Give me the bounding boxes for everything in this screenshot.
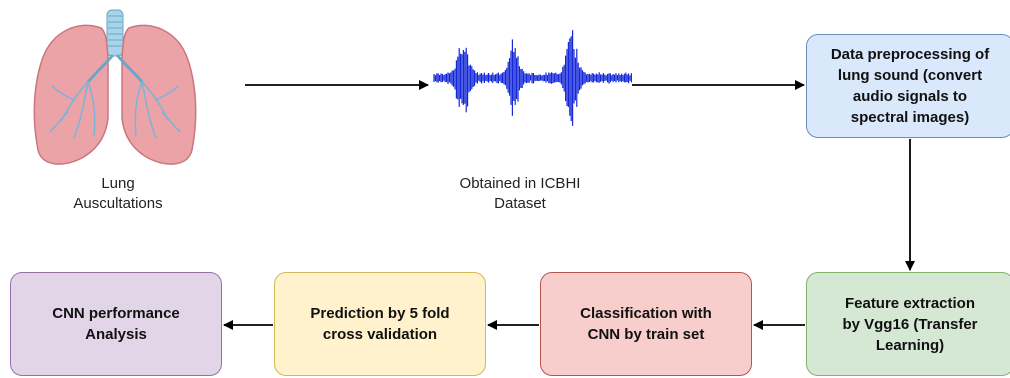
- preprocessing-step-text: Data preprocessing of lung sound (conver…: [830, 46, 990, 126]
- preprocessing-step: Data preprocessing of lung sound (conver…: [806, 34, 1010, 138]
- audio-waveform-icon: [433, 30, 633, 126]
- cnn-analysis-step-text: CNN performance Analysis: [52, 305, 180, 343]
- prediction-step-text: Prediction by 5 fold cross validation: [310, 305, 450, 343]
- cnn-analysis-step: CNN performance Analysis: [10, 272, 222, 376]
- classification-step-text: Classification with CNN by train set: [580, 305, 712, 343]
- feature-extraction-step: Feature extraction by Vgg16 (Transfer Le…: [806, 272, 1010, 376]
- prediction-step: Prediction by 5 fold cross validation: [274, 272, 486, 376]
- lung-auscultations-label: Lung Auscultations: [73, 175, 163, 212]
- feature-extraction-step-text: Feature extraction by Vgg16 (Transfer Le…: [842, 294, 978, 354]
- dataset-label: Obtained in ICBHI Dataset: [459, 175, 581, 212]
- lungs-icon: [33, 9, 197, 165]
- classification-step: Classification with CNN by train set: [540, 272, 752, 376]
